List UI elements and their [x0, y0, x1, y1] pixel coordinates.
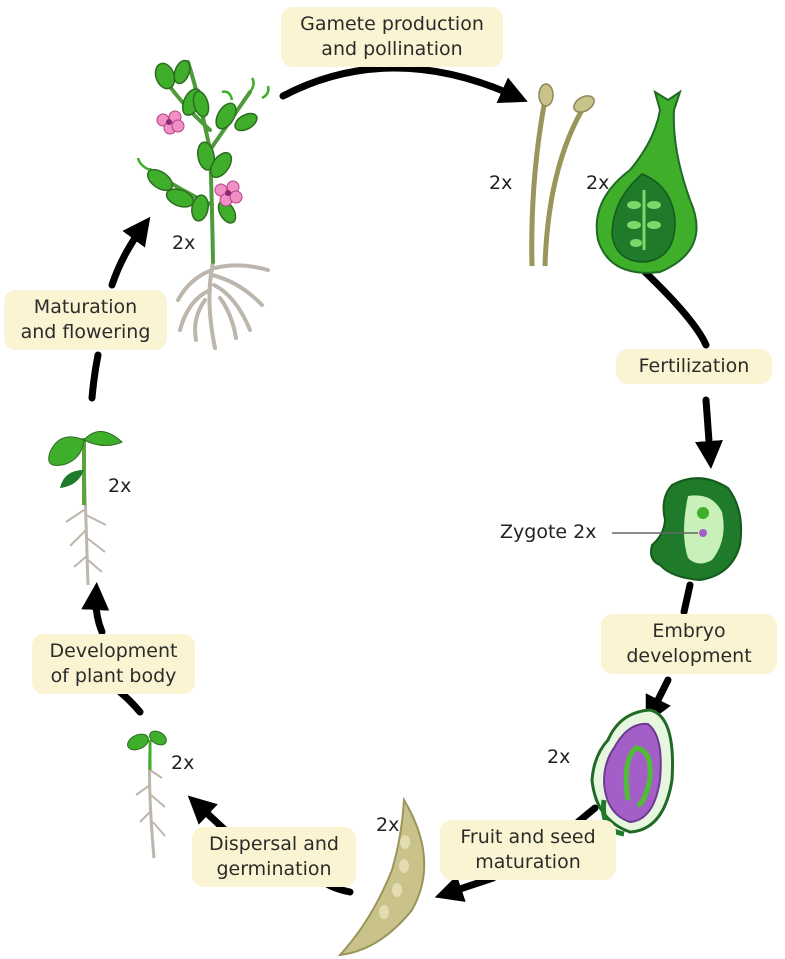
label-line: development: [626, 645, 752, 667]
label-maturation-flowering: Maturation and flowering: [4, 290, 167, 350]
zygote-label: Zygote 2x: [500, 521, 597, 543]
label-line: germination: [216, 858, 332, 880]
sprout-illustration: [127, 730, 167, 859]
embryo-seed-illustration: [590, 708, 674, 837]
label-line: Development: [49, 640, 178, 662]
flower-upper-icon: [156, 110, 185, 135]
label-development-plant-body: Development of plant body: [32, 634, 195, 694]
ploidy-pistil: 2x: [586, 172, 610, 194]
flowering-plant-illustration: [136, 59, 270, 350]
label-line: of plant body: [50, 665, 177, 687]
arrow-seed-to-fruit-label: [574, 804, 599, 826]
seedling-illustration: [48, 431, 123, 586]
label-fruit-seed-maturation: Fruit and seed maturation: [440, 820, 616, 880]
ploidy-sprout: 2x: [171, 752, 195, 774]
arrow-to-plant: [108, 216, 151, 289]
arrow-to-fertilization: [641, 268, 710, 349]
label-line: and pollination: [321, 38, 463, 60]
label-fertilization: Fertilization: [616, 349, 772, 384]
arrow-to-sprout: [187, 795, 229, 834]
arrow-to-embryo-label: [680, 581, 694, 616]
arrow-to-seed: [645, 676, 672, 725]
pistil-illustration: [595, 89, 698, 274]
ovule-zygote-illustration: [612, 477, 743, 582]
label-gamete-production: Gamete production and pollination: [281, 7, 503, 67]
pollen-tubes-illustration: [529, 83, 595, 267]
label-line: Maturation: [33, 296, 138, 318]
arrow-to-fruit-pod: [434, 874, 497, 902]
flower-lower-icon: [214, 180, 243, 207]
ploidy-embryo-seed: 2x: [547, 746, 571, 768]
ploidy-plant: 2x: [172, 232, 196, 254]
label-line: Gamete production: [300, 13, 484, 35]
ploidy-fruit-pod: 2x: [376, 814, 400, 836]
label-line: Fruit and seed: [460, 826, 596, 848]
label-line: Fertilization: [638, 355, 750, 377]
arrow-to-gametes: [279, 64, 528, 104]
label-dispersal-germination: Dispersal and germination: [192, 827, 356, 887]
arrow-to-zygote: [695, 396, 723, 469]
arrow-seedling-to-maturation: [88, 351, 102, 402]
label-line: and flowering: [20, 321, 151, 343]
label-line: maturation: [475, 851, 581, 873]
ploidy-pollen: 2x: [489, 172, 513, 194]
label-embryo-development: Embryo development: [601, 614, 777, 674]
ploidy-seedling: 2x: [108, 475, 132, 497]
label-line: Dispersal and: [209, 833, 339, 855]
arrow-sprout-to-development: [116, 688, 144, 716]
cycle-arrows: [81, 64, 723, 902]
fruit-pod-illustration: [337, 796, 426, 957]
label-line: Embryo: [652, 620, 726, 642]
arrow-to-seedling: [81, 582, 110, 636]
